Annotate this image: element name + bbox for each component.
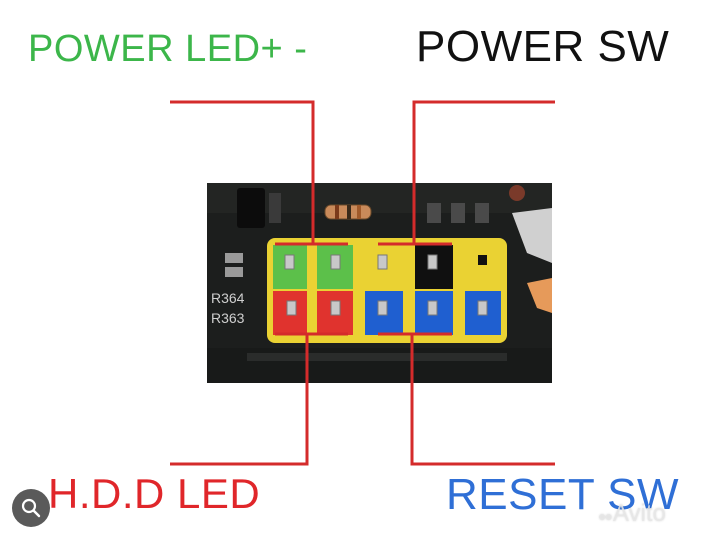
power-sw-label: POWER SW [416,22,670,71]
avito-watermark: ●●Avito [598,500,666,528]
header-illustration: R364 R363 [207,183,552,383]
search-icon[interactable] [12,489,50,527]
r364-marking: R364 [211,290,245,306]
power-led-label: POWER LED+ - [28,28,308,70]
hdd-led-line [170,334,309,466]
hdd-led-label: H.D.D LED [48,470,261,517]
watermark-text: Avito [612,500,666,527]
motherboard-header-photo: R364 R363 [207,183,552,383]
power-sw-line [412,100,555,244]
avito-logo-icon: ●● [598,508,613,524]
reset-sw-line [410,334,555,466]
power-led-line [170,100,315,244]
reset-sw-label: RESET SW [446,470,680,519]
r363-marking: R363 [211,310,245,326]
